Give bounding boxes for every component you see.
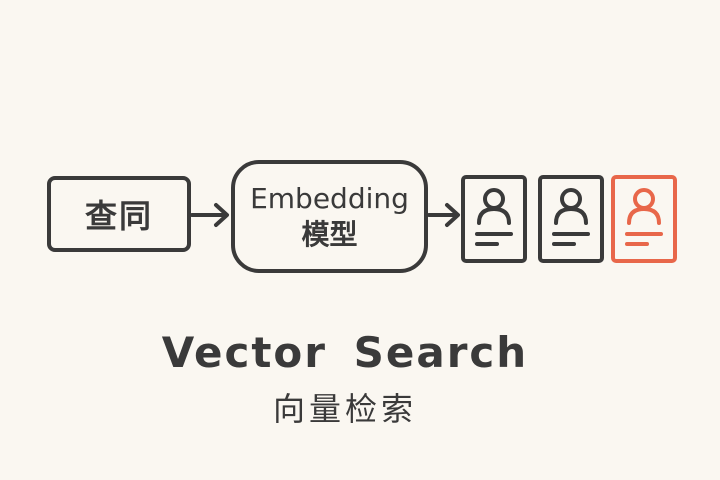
embedding-model-box: Embedding 模型 [231,160,428,273]
user-document-icon [475,188,513,246]
model-label-zh: 模型 [301,217,358,251]
result-card [538,175,604,263]
query-label: 查同 [84,197,153,235]
user-document-icon [625,188,663,246]
subtitle: 向量检索 [272,390,417,428]
result-card [461,175,527,263]
arrow-icon [427,203,460,227]
query-box: 查同 [47,176,191,252]
model-label-en: Embedding [250,181,409,215]
title: Vector Search [161,328,529,377]
result-card-highlighted [611,175,677,263]
user-document-icon [552,188,590,246]
arrow-icon [190,203,229,227]
